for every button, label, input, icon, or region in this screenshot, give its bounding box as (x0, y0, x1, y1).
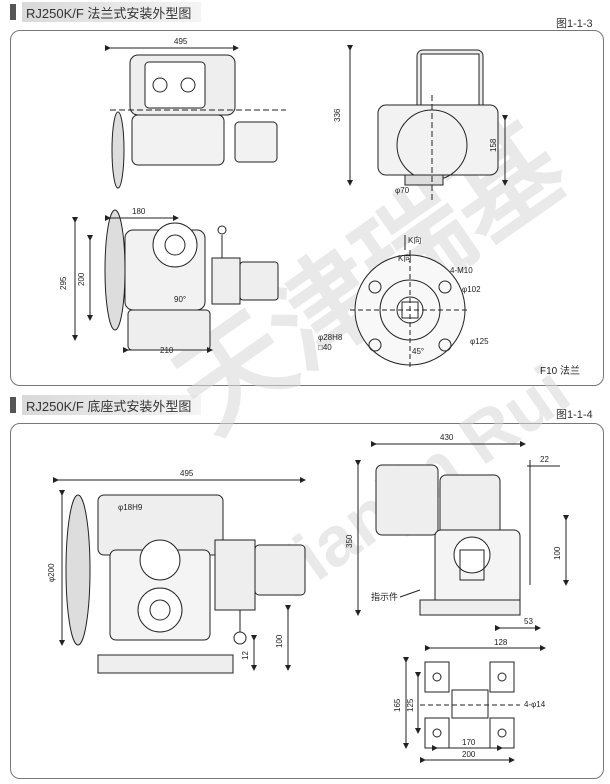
section-header-flange: RJ250K/F 法兰式安装外型图 (10, 2, 202, 22)
flange-dim-45deg: 45° (412, 347, 424, 356)
flange-dim-phi70: φ70 (395, 186, 410, 195)
base-front-view (65, 494, 306, 674)
base-bottom-view (420, 661, 520, 749)
base-side-view (375, 460, 531, 616)
section-header-base: RJ250K/F 底座式安装外型图 (10, 395, 202, 415)
base-dim-100: 100 (275, 634, 284, 648)
section-title: RJ250K/F 法兰式安装外型图 (22, 2, 202, 22)
figure-label: 图1-1-4 (556, 409, 593, 421)
flange-dim-336: 336 (333, 108, 342, 122)
flange-dim-phi102: φ102 (462, 285, 481, 294)
base-dim-12: 12 (241, 651, 250, 660)
flange-front-view (104, 209, 279, 351)
flange-dim-200: 200 (77, 272, 86, 286)
flange-dim-180: 180 (132, 207, 146, 216)
base-dim-phi200: φ200 (47, 563, 56, 582)
base-dim-170: 170 (462, 738, 476, 747)
base-indicator-label: 指示件 (371, 591, 398, 602)
figure-label: 图1-1-3 (556, 18, 593, 30)
flange-k-arrow: K向 (408, 235, 421, 245)
base-dim-holes: 4-φ14 (524, 700, 546, 709)
flange-dim-90deg: 90° (174, 295, 186, 304)
section-header-bar (10, 397, 16, 413)
base-dim-200: 200 (462, 750, 476, 759)
flange-dim-phi28: φ28H8 (318, 333, 343, 342)
flange-dim-295: 295 (59, 276, 68, 290)
base-dim-350: 350 (345, 534, 354, 548)
flange-dim-210: 210 (160, 346, 174, 355)
base-dim-53: 53 (524, 617, 533, 626)
flange-k-label: K向 (398, 253, 411, 263)
base-dim-100b: 100 (553, 546, 562, 560)
flange-side-view (377, 49, 499, 200)
base-dim-165: 165 (393, 698, 402, 712)
flange-dim-495: 495 (174, 37, 188, 46)
flange-top-view (110, 54, 286, 189)
base-dim-phi18: φ18H9 (118, 503, 143, 512)
flange-k-view (350, 235, 470, 370)
base-dim-495: 495 (180, 469, 194, 478)
base-dim-430: 430 (440, 433, 454, 442)
flange-dim-158: 158 (489, 138, 498, 152)
base-dim-128: 128 (494, 638, 508, 647)
section-header-bar (10, 4, 16, 20)
panel-flange-drawing (10, 30, 604, 386)
flange-note: F10 法兰 (540, 364, 580, 377)
flange-dim-m10: 4-M10 (450, 266, 473, 275)
flange-dim-phi125: φ125 (470, 337, 489, 346)
section-title: RJ250K/F 底座式安装外型图 (22, 395, 202, 415)
base-dim-22: 22 (540, 455, 549, 464)
base-dim-125: 125 (406, 698, 415, 712)
flange-dim-sq40: □40 (318, 343, 332, 352)
